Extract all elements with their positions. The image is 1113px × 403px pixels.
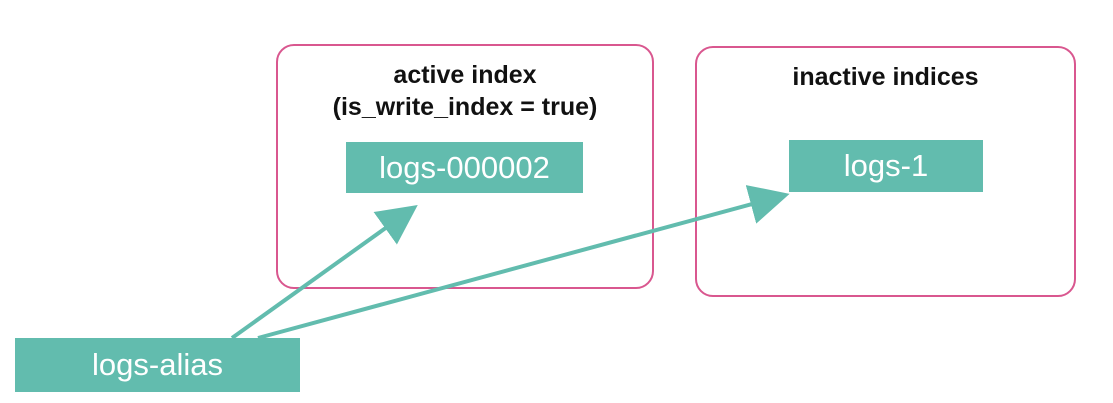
- active-index-subtitle: (is_write_index = true): [332, 93, 598, 121]
- inactive-indices-title: inactive indices: [792, 63, 979, 91]
- alias-node: logs-alias: [15, 338, 300, 392]
- active-index-node: logs-000002: [346, 142, 583, 193]
- active-index-title: active index: [393, 61, 537, 89]
- inactive-index-node: logs-1: [789, 140, 983, 192]
